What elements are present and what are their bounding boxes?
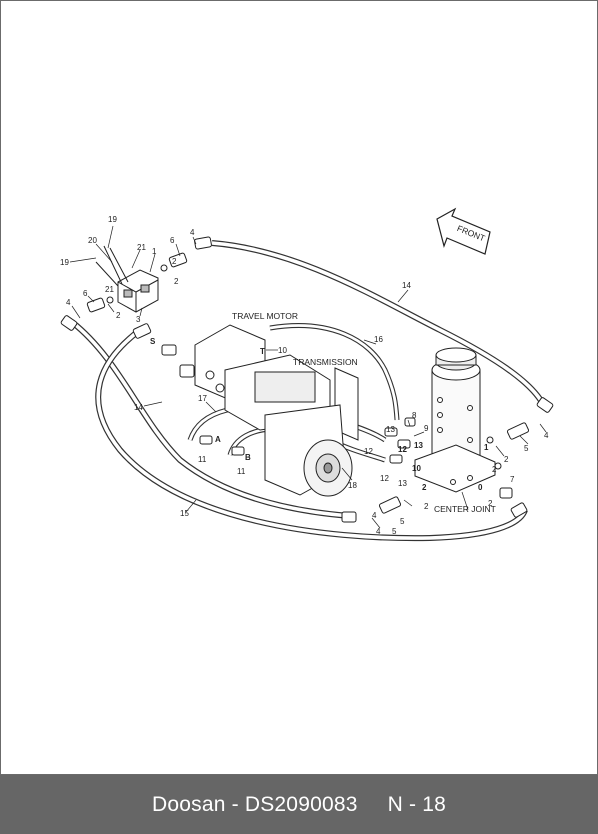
hose-15 xyxy=(95,327,528,542)
callout-2: 2 xyxy=(172,257,177,266)
callout-0: 0 xyxy=(478,483,483,492)
valve-block xyxy=(95,245,159,313)
callout-10: 10 xyxy=(278,346,287,355)
callout-4: 4 xyxy=(544,431,549,440)
port-letter-s: S xyxy=(150,337,156,346)
callout-5: 5 xyxy=(524,444,529,453)
callout-2: 2 xyxy=(492,465,497,474)
callout-8: 8 xyxy=(412,411,417,420)
callout-19: 19 xyxy=(108,215,117,224)
callout-4: 4 xyxy=(372,511,377,520)
hydraulic-piping-diagram: FRONT xyxy=(60,207,554,542)
callout-4: 4 xyxy=(376,527,381,536)
callout-4: 4 xyxy=(66,298,71,307)
callout-numbers: 19 19 20 21 21 1 6 4 2 3 4 6 2 14 16 10 … xyxy=(60,215,549,536)
callout-13: 13 xyxy=(398,479,407,488)
fittings-right xyxy=(199,397,554,523)
callout-20: 20 xyxy=(88,236,97,245)
callout-2: 2 xyxy=(504,455,509,464)
transmission-label: TRANSMISSION xyxy=(293,357,358,367)
callout-17: 17 xyxy=(198,394,207,403)
callout-2: 2 xyxy=(422,483,427,492)
callout-2: 2 xyxy=(424,502,429,511)
port-letter-a: A xyxy=(215,435,221,444)
callout-5: 5 xyxy=(392,527,397,536)
callout-1: 1 xyxy=(484,443,489,452)
callout-18: 18 xyxy=(348,481,357,490)
callout-12: 12 xyxy=(380,474,389,483)
callout-14: 14 xyxy=(402,281,411,290)
callout-2: 2 xyxy=(116,311,121,320)
port-letter-t: T xyxy=(260,347,265,356)
leader-lines xyxy=(69,225,547,529)
callout-14: 14 xyxy=(134,403,143,412)
callout-13: 13 xyxy=(414,441,423,450)
callout-21: 21 xyxy=(137,243,146,252)
callout-2: 2 xyxy=(488,499,493,508)
hose-14-upper xyxy=(211,240,548,410)
callout-1: 1 xyxy=(152,247,157,256)
fittings-left xyxy=(60,236,212,339)
travel-motor-label: TRAVEL MOTOR xyxy=(232,311,298,321)
callout-6: 6 xyxy=(170,236,175,245)
callout-11: 11 xyxy=(198,455,207,464)
callout-3: 3 xyxy=(136,315,141,324)
callout-7: 7 xyxy=(510,475,515,484)
callout-10: 10 xyxy=(412,464,421,473)
callout-11: 11 xyxy=(237,467,246,476)
callout-12: 12 xyxy=(398,445,407,454)
callout-6: 6 xyxy=(83,289,88,298)
callout-2: 2 xyxy=(174,277,179,286)
callout-21: 21 xyxy=(105,285,114,294)
callout-4: 4 xyxy=(190,228,195,237)
front-arrow-icon: FRONT xyxy=(436,207,491,255)
callout-19: 19 xyxy=(60,258,69,267)
callout-5: 5 xyxy=(400,517,405,526)
callout-13: 13 xyxy=(386,425,395,434)
footer-bar: Doosan - DS2090083 N - 18 xyxy=(0,775,598,834)
port-letter-b: B xyxy=(245,453,251,462)
center-joint xyxy=(414,347,496,493)
hose-16 xyxy=(269,323,400,421)
callout-12: 12 xyxy=(364,447,373,456)
callout-15: 15 xyxy=(180,509,189,518)
document-id: Doosan - DS2090083 xyxy=(152,792,358,816)
callout-16: 16 xyxy=(374,335,383,344)
travel-motor-assembly xyxy=(161,324,359,497)
center-joint-label: CENTER JOINT xyxy=(434,504,496,514)
callout-9: 9 xyxy=(424,424,429,433)
page-number: N - 18 xyxy=(387,792,446,816)
